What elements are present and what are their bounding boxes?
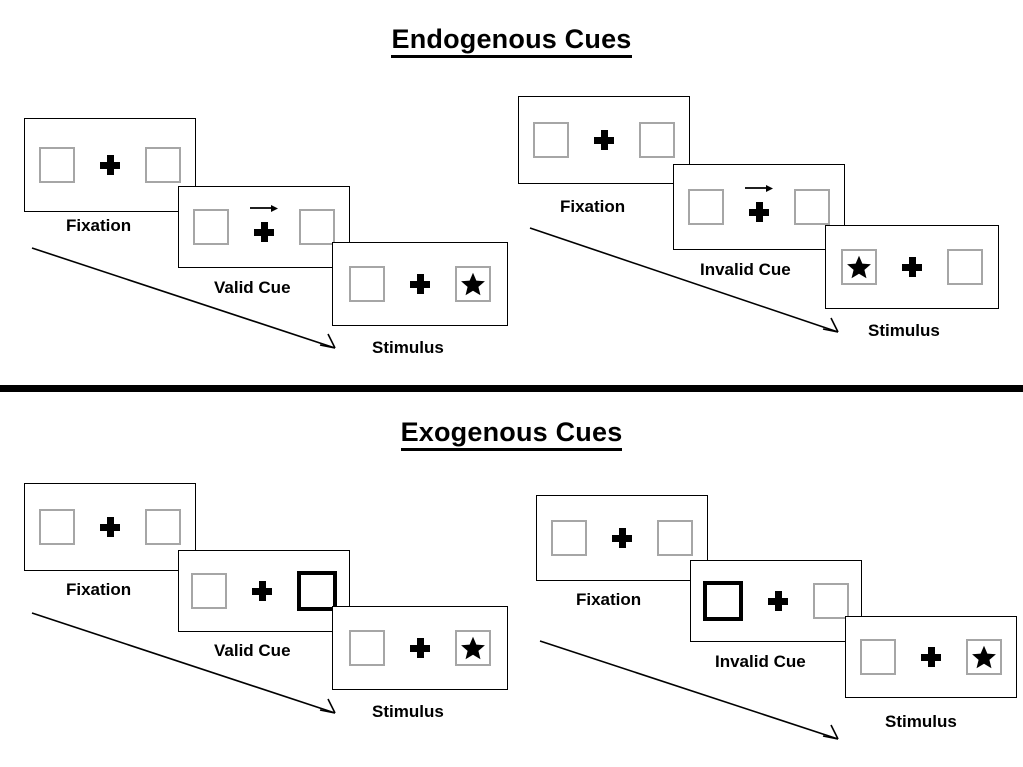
right-placeholder-box [947,249,983,285]
fixation-group [587,118,621,162]
fixation-group [403,626,437,670]
fixation-cross-icon [254,222,274,242]
frame-content [25,484,195,570]
endogenous-invalid-frame-cue[interactable] [673,164,845,250]
star-target-icon [460,271,486,297]
fixation-cross-icon [768,591,788,611]
frame-content [179,187,349,267]
fixation-group [895,245,929,289]
endogenous-valid-frame-cue[interactable] [178,186,350,268]
frame-content [826,226,998,308]
fixation-cross-icon [921,647,941,667]
caption-stimulus: Stimulus [868,321,940,340]
arrow-right-cue-icon [249,204,279,215]
left-placeholder-box [551,520,587,556]
frame-content [333,243,507,325]
arrow-right-cue-icon [744,184,774,195]
left-placeholder-box [860,639,896,675]
caption-fixation: Fixation [66,216,132,235]
caption-invalid-cue: Invalid Cue [700,260,791,279]
right-placeholder-box [455,630,491,666]
endogenous-invalid-frame-stimulus[interactable] [825,225,999,309]
caption-stimulus: Stimulus [372,338,444,357]
fixation-cross-icon [902,257,922,277]
fixation-cross-icon [612,528,632,548]
endogenous-valid-frame-fixation[interactable] [24,118,196,212]
star-target-icon [846,254,872,280]
right-placeholder-box [455,266,491,302]
right-placeholder-box [794,189,830,225]
endogenous-valid-frame-stimulus[interactable] [332,242,508,326]
fixation-group [93,143,127,187]
left-placeholder-box [193,209,229,245]
fixation-group [93,505,127,549]
left-placeholder-box [349,266,385,302]
right-placeholder-box [299,209,335,245]
exogenous-valid-frame-cue[interactable] [178,550,350,632]
exogenous-invalid-frame-stimulus[interactable] [845,616,1017,698]
exogenous-invalid-frame-cue[interactable] [690,560,862,642]
section-title-endogenous-text: Endogenous Cues [391,24,632,58]
left-placeholder-box-cued [703,581,743,621]
section-divider [0,385,1023,392]
left-placeholder-box [688,189,724,225]
exogenous-valid-frame-fixation[interactable] [24,483,196,571]
left-placeholder-box [349,630,385,666]
star-target-icon [460,635,486,661]
fixation-group [247,205,281,249]
section-title-exogenous: Exogenous Cues [0,417,1023,451]
caption-fixation: Fixation [66,580,132,599]
fixation-group [245,569,279,613]
fixation-cross-icon [100,517,120,537]
right-placeholder-box-cued [297,571,337,611]
caption-stimulus: Stimulus [372,702,444,721]
section-title-exogenous-text: Exogenous Cues [400,417,623,451]
fixation-cross-icon [594,130,614,150]
fixation-group [914,635,948,679]
right-placeholder-box [145,147,181,183]
frame-content [674,165,844,249]
frame-content [519,97,689,183]
left-placeholder-box [533,122,569,158]
exogenous-invalid-time-arrow [539,640,860,749]
right-placeholder-box [657,520,693,556]
endogenous-invalid-frame-fixation[interactable] [518,96,690,184]
frame-content [846,617,1016,697]
frame-content [179,551,349,631]
left-placeholder-box [39,509,75,545]
fixation-group [403,262,437,306]
right-placeholder-box [966,639,1002,675]
left-placeholder-box [841,249,877,285]
section-title-endogenous: Endogenous Cues [0,24,1023,58]
fixation-cross-icon [410,274,430,294]
fixation-group [605,516,639,560]
right-placeholder-box [813,583,849,619]
caption-stimulus: Stimulus [885,712,957,731]
frame-content [333,607,507,689]
frame-content [25,119,195,211]
star-target-icon [971,644,997,670]
frame-content [537,496,707,580]
fixation-group [742,185,776,229]
fixation-cross-icon [410,638,430,658]
exogenous-valid-frame-stimulus[interactable] [332,606,508,690]
right-placeholder-box [145,509,181,545]
fixation-group [761,579,795,623]
caption-valid-cue: Valid Cue [214,278,291,297]
caption-fixation: Fixation [576,590,642,609]
fixation-cross-icon [252,581,272,601]
left-placeholder-box [191,573,227,609]
right-placeholder-box [639,122,675,158]
fixation-cross-icon [100,155,120,175]
frame-content [691,561,861,641]
fixation-cross-icon [749,202,769,222]
caption-invalid-cue: Invalid Cue [715,652,806,671]
caption-fixation: Fixation [560,197,626,216]
left-placeholder-box [39,147,75,183]
caption-valid-cue: Valid Cue [214,641,291,660]
exogenous-invalid-frame-fixation[interactable] [536,495,708,581]
